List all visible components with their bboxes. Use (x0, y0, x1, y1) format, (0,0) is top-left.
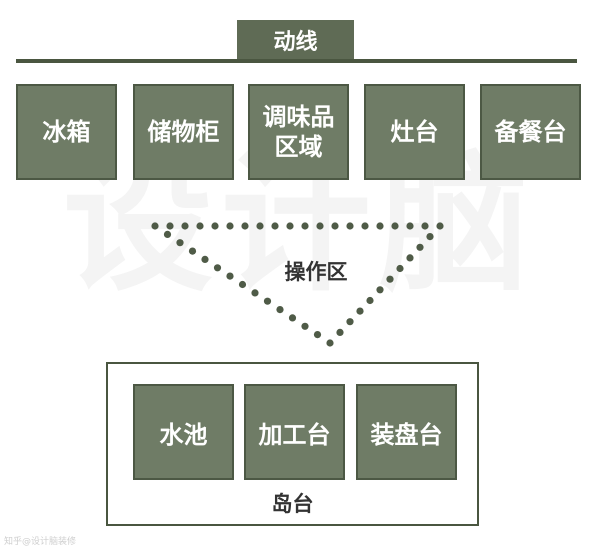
triangle-dot (286, 222, 294, 230)
zone-seasoning-area: 调味品 区域 (248, 84, 349, 180)
island-item-sink: 水池 (133, 384, 234, 480)
triangle-dot (346, 222, 354, 230)
zone-label: 储物柜 (147, 118, 220, 146)
triangle-dot (213, 264, 222, 272)
triangle-dot (336, 328, 344, 336)
zone-label: 备餐台 (494, 118, 567, 146)
island-label: 岛台 (271, 492, 314, 516)
triangle-dot (326, 339, 334, 347)
triangle-dot (151, 222, 159, 230)
triangle-dot (271, 222, 279, 230)
zone-stove: 灶台 (364, 84, 465, 180)
triangle-dot (276, 306, 284, 314)
triangle-dot (256, 222, 264, 230)
triangle-dot (406, 254, 414, 262)
triangle-dot (176, 239, 184, 247)
flow-title: 动线 (237, 20, 354, 60)
triangle-dot (226, 272, 234, 280)
triangle-dot (376, 222, 384, 230)
credit-watermark: 知乎@设计脑装修 (4, 537, 77, 547)
island-item-label: 水池 (159, 420, 208, 449)
triangle-dot (316, 222, 324, 230)
triangle-dot (313, 331, 322, 339)
island-item-processing-counter: 加工台 (244, 384, 345, 480)
triangle-dots (151, 222, 444, 347)
zone-fridge: 冰箱 (16, 84, 117, 180)
triangle-dot (301, 322, 309, 330)
triangle-dot (386, 275, 394, 283)
triangle-dot (346, 318, 354, 326)
island-item-label: 加工台 (258, 420, 331, 449)
triangle-dot (188, 247, 197, 255)
zone-storage-cabinet: 储物柜 (133, 84, 234, 180)
triangle-dot (361, 222, 369, 230)
triangle-dot (356, 307, 364, 315)
triangle-dot (201, 255, 209, 263)
triangle-dot (396, 264, 404, 273)
triangle-dot (163, 230, 172, 238)
island-item-plating-counter: 装盘台 (356, 384, 457, 480)
triangle-dot (166, 222, 174, 230)
triangle-dot (436, 222, 444, 230)
triangle-dot (331, 222, 339, 230)
triangle-dot (263, 297, 272, 305)
flow-line (16, 59, 577, 63)
triangle-dot (211, 222, 219, 230)
triangle-dot (288, 314, 297, 322)
triangle-dot (426, 233, 434, 241)
zone-prep-counter: 备餐台 (480, 84, 581, 180)
triangle-dot (241, 222, 249, 230)
island-item-label: 装盘台 (370, 420, 443, 449)
triangle-dot (416, 243, 424, 251)
triangle-dot (376, 286, 384, 294)
zone-label: 调味品 区域 (262, 103, 335, 161)
operation-area-label: 操作区 (284, 260, 348, 284)
triangle-dot (406, 222, 414, 230)
zone-label: 灶台 (390, 118, 439, 146)
triangle-dot (391, 222, 399, 230)
triangle-dot (366, 296, 374, 305)
triangle-dot (181, 222, 189, 230)
triangle-dot (421, 222, 429, 230)
triangle-dot (226, 222, 234, 230)
triangle-dot (196, 222, 204, 230)
triangle-dot (251, 289, 259, 297)
triangle-dot (238, 280, 247, 289)
zone-label: 冰箱 (42, 118, 91, 146)
triangle-dot (301, 222, 309, 230)
